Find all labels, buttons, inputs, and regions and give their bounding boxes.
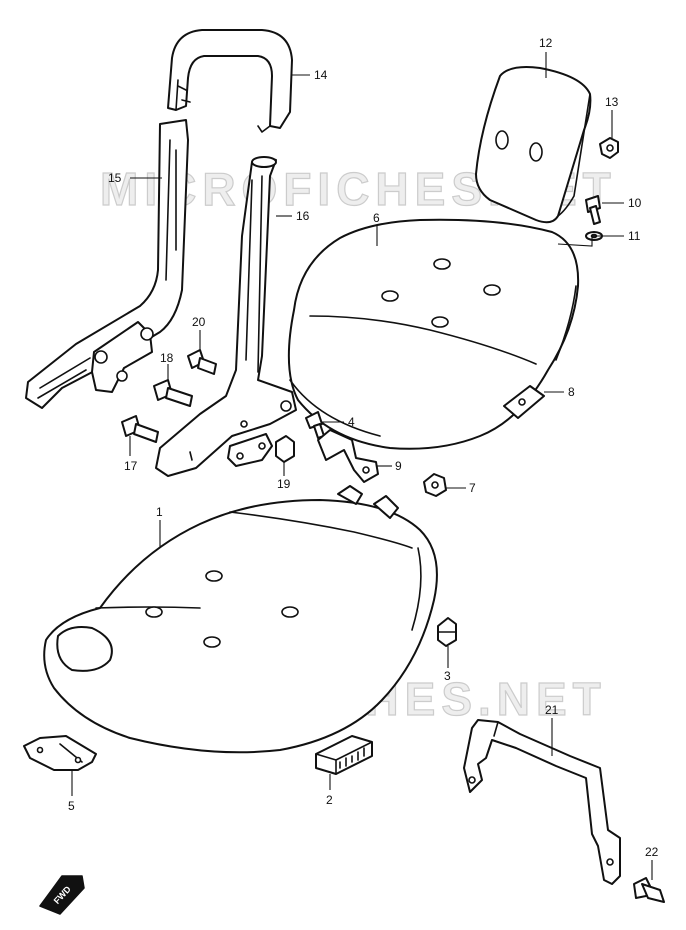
part-8-clip (503, 385, 545, 419)
callout-5: 5 (68, 799, 75, 813)
part-15-left-frame (25, 119, 189, 409)
callout-1: 1 (156, 505, 163, 519)
callout-9: 9 (395, 459, 402, 473)
callout-3: 3 (444, 669, 451, 683)
callout-7: 7 (469, 481, 476, 495)
part-12-backrest-pad (475, 66, 592, 224)
part-19-nut (275, 435, 295, 463)
part-6-passenger-seat (287, 218, 580, 450)
part-17-bolt (121, 415, 159, 443)
callout-18: 18 (160, 351, 174, 365)
part-13-nut (599, 137, 619, 159)
callout-21: 21 (545, 703, 559, 717)
callout-15: 15 (108, 171, 122, 185)
callout-11: 11 (628, 229, 641, 243)
callout-17: 17 (124, 459, 138, 473)
part-18-bolt (153, 379, 193, 407)
callout-16: 16 (296, 209, 310, 223)
callout-8: 8 (568, 385, 575, 399)
part-9-bracket (317, 429, 379, 483)
callout-20: 20 (192, 315, 206, 329)
part-20-bolt (187, 349, 217, 375)
callout-19: 19 (277, 477, 291, 491)
part-3-grommet (437, 617, 457, 647)
part-16-right-frame (155, 156, 297, 477)
callout-4: 4 (348, 415, 355, 429)
leader-lines (71, 52, 653, 880)
part-10-bolt (585, 195, 601, 225)
part-5-bracket-plate (23, 735, 97, 771)
part-7-nut (423, 473, 447, 497)
callout-labels: 14 15 16 12 13 10 11 6 8 4 9 7 20 18 17 … (68, 36, 659, 859)
part-2-rubber-pad (315, 735, 373, 775)
part-1-mount-tabs (337, 485, 399, 519)
callout-6: 6 (373, 211, 380, 225)
callout-10: 10 (628, 196, 642, 210)
part-22-bolt (633, 877, 665, 903)
part-14-backrest-grip (167, 29, 293, 133)
callout-2: 2 (326, 793, 333, 807)
part-21-seat-bracket (463, 719, 621, 885)
callout-22: 22 (645, 845, 659, 859)
callout-12: 12 (539, 36, 553, 50)
part-1-rider-seat (43, 499, 438, 754)
callout-14: 14 (314, 68, 328, 82)
fwd-arrow-icon: FWD (39, 875, 85, 915)
callout-13: 13 (605, 95, 619, 109)
